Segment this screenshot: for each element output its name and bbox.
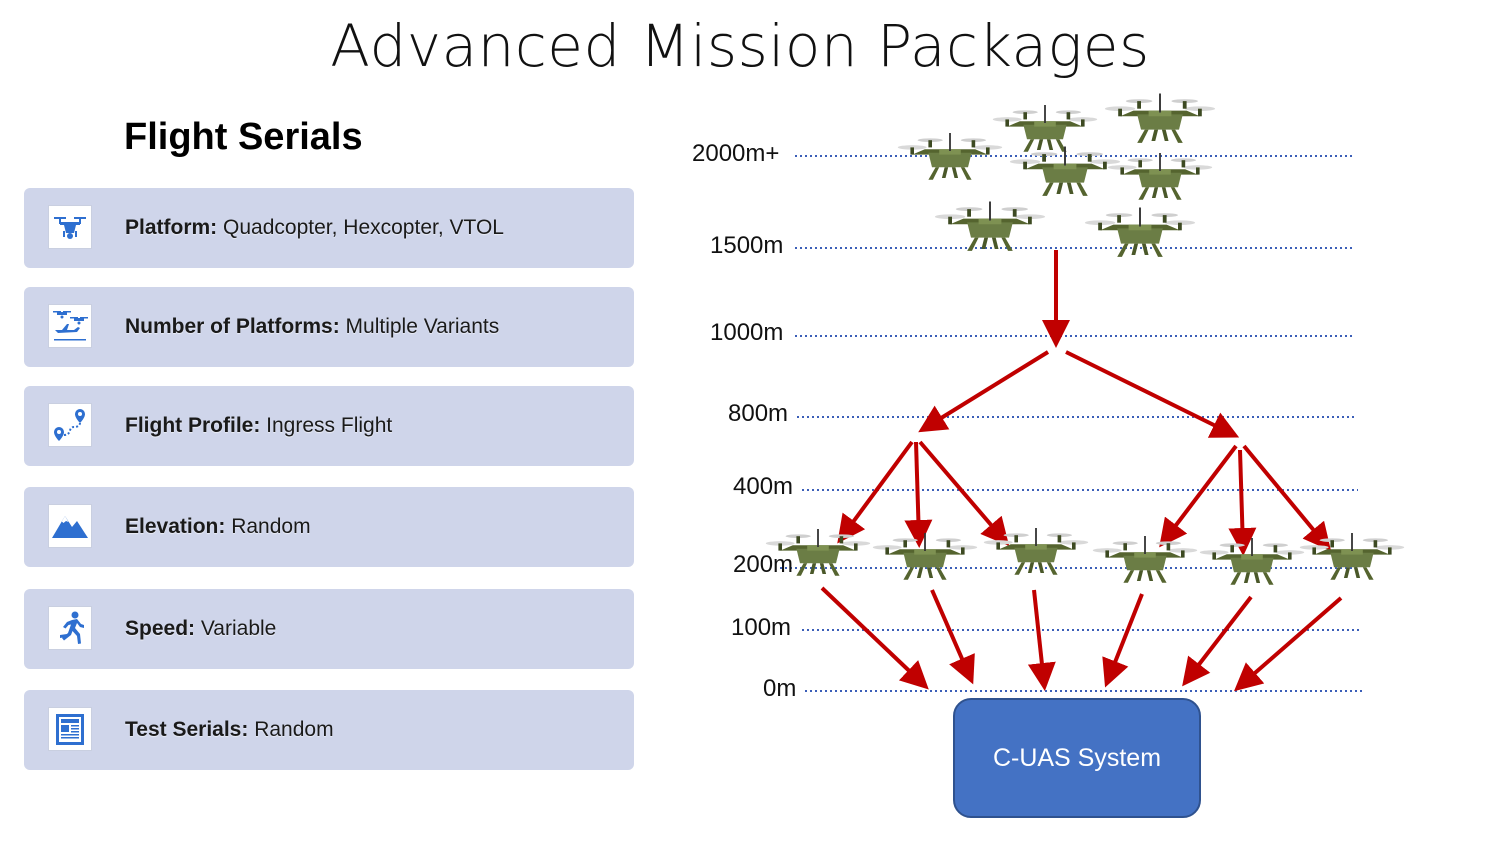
- arrow-attack: [1182, 595, 1253, 687]
- card-text: Speed: Variable: [125, 589, 276, 669]
- attack-arrows: [820, 586, 1343, 692]
- drone-icon: [934, 201, 1046, 251]
- altitude-label-2000: 2000m+: [692, 140, 779, 167]
- card-value: Random: [231, 515, 311, 538]
- drone-icon: [1199, 538, 1305, 585]
- arrow-branch: [918, 440, 1010, 547]
- card-text: Platform: Quadcopter, Hexcopter, VTOL: [125, 188, 504, 268]
- drone-icon: [1092, 536, 1198, 583]
- arrow-attack: [930, 589, 975, 685]
- card-label: Test Serials:: [125, 718, 249, 741]
- drone-icon: [1009, 146, 1121, 196]
- card-text: Number of Platforms: Multiple Variants: [125, 287, 499, 367]
- drone-icon: [992, 105, 1098, 152]
- card-platform: Platform: Quadcopter, Hexcopter, VTOL: [24, 188, 634, 268]
- route-pin-icon: [48, 403, 92, 447]
- card-value: Variable: [200, 617, 277, 640]
- card-number-of-platforms: Number of Platforms: Multiple Variants: [24, 287, 634, 367]
- card-flight-profile: Flight Profile: Ingress Flight: [24, 386, 634, 466]
- drone-icon: [1107, 153, 1213, 200]
- arrow-branch: [837, 440, 914, 544]
- card-value: Random: [254, 718, 334, 741]
- drone-row: [765, 528, 1405, 585]
- arrow-split-right: [1065, 350, 1240, 438]
- drone-swarm: [897, 93, 1216, 257]
- card-elevation: Elevation: Random: [24, 487, 634, 567]
- cuas-system-box: C-UAS System: [953, 698, 1201, 818]
- arrow-branch: [1228, 449, 1257, 556]
- card-text: Flight Profile: Ingress Flight: [125, 386, 392, 466]
- section-heading: Flight Serials: [124, 116, 363, 158]
- arrow-attack: [1233, 596, 1343, 692]
- card-speed: Speed: Variable: [24, 589, 634, 669]
- arrow-attack: [1027, 589, 1056, 691]
- card-label: Speed:: [125, 617, 196, 640]
- arrow-branch: [1242, 444, 1332, 552]
- card-label: Number of Platforms:: [125, 315, 340, 338]
- mountain-icon: [48, 504, 92, 548]
- arrow-branch: [1159, 444, 1238, 548]
- runner-icon: [48, 606, 92, 650]
- drone-icon: [1104, 93, 1216, 143]
- card-label: Elevation:: [125, 515, 226, 538]
- card-text: Elevation: Random: [125, 487, 311, 567]
- altitude-label-800: 800m: [728, 400, 788, 427]
- card-test-serials: Test Serials: Random: [24, 690, 634, 770]
- card-value: Multiple Variants: [345, 315, 500, 338]
- newspaper-icon: [48, 707, 92, 751]
- drones-plane-icon: [48, 304, 92, 348]
- drone-icon: [1299, 533, 1405, 580]
- drone-icon: [48, 205, 92, 249]
- altitude-lines: [780, 155, 1362, 692]
- altitude-label-1500: 1500m: [710, 232, 783, 259]
- card-value: Quadcopter, Hexcopter, VTOL: [223, 216, 504, 239]
- card-label: Platform:: [125, 216, 218, 239]
- slide-title: Advanced Mission Packages: [330, 12, 1150, 80]
- altitude-label-200: 200m: [733, 551, 793, 578]
- arrow-attack: [820, 586, 929, 690]
- flight-arrows: [837, 250, 1332, 556]
- altitude-label-1000: 1000m: [710, 319, 783, 346]
- drone-icon: [1084, 207, 1196, 257]
- card-text: Test Serials: Random: [125, 690, 334, 770]
- arrow-attack: [1102, 593, 1144, 688]
- arrow-split-left: [918, 350, 1050, 433]
- arrow-branch: [904, 441, 933, 548]
- card-label: Flight Profile:: [125, 414, 261, 437]
- altitude-label-0: 0m: [763, 675, 796, 702]
- altitude-label-100: 100m: [731, 614, 791, 641]
- drone-icon: [872, 533, 978, 580]
- card-value: Ingress Flight: [266, 414, 393, 437]
- altitude-label-400: 400m: [733, 473, 793, 500]
